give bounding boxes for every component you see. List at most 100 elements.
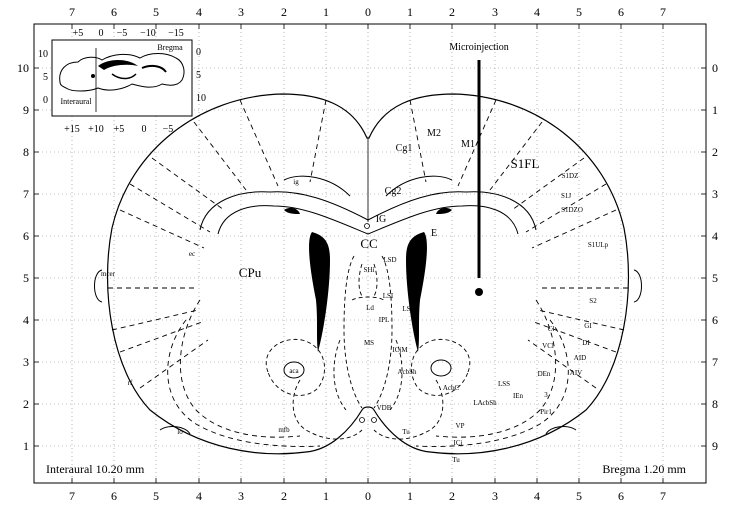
left-tick-label: 7: [23, 187, 29, 201]
bottom-tick-label: 5: [576, 489, 582, 503]
inset-top-tick: −15: [168, 28, 184, 39]
right-tick-label: 5: [712, 271, 718, 285]
inset-right-ticks: 0 5 10: [196, 47, 206, 104]
label-ien: IEn: [513, 392, 524, 400]
right-tick-labels: 0 1 2 3 4 5 6 7 8 9: [712, 61, 718, 453]
brain-outline: [106, 93, 630, 455]
label-lss: LSS: [498, 380, 510, 388]
label-aiv: AIV: [570, 369, 582, 377]
left-tick-label: 2: [23, 397, 29, 411]
inset-right-tick: 0: [196, 47, 201, 58]
bottom-tick-label: 3: [238, 489, 244, 503]
label-vp: VP: [456, 422, 465, 430]
inset-top-ticks: +5 0 −5 −10 −15: [73, 28, 184, 39]
inset-top-tick: 0: [99, 28, 104, 39]
inset-top-tick: −5: [117, 28, 128, 39]
ig-circle: [364, 223, 370, 229]
label-di: DI: [582, 339, 590, 347]
inset-dot: [91, 74, 95, 78]
top-tick-labels: 7 6 5 4 3 2 1 0 1 2 3 4 5 6 7: [69, 5, 666, 19]
inset-bottom-ticks: +15 +10 +5 0 −5: [64, 124, 173, 135]
right-tick-label: 0: [712, 61, 718, 75]
label-acbsh: AcbSh: [397, 368, 417, 376]
label-s1j: S1J: [561, 192, 571, 200]
label-vdb: VDB: [377, 404, 392, 412]
label-vcl: VCl: [542, 342, 554, 350]
right-tick-label: 4: [712, 229, 718, 243]
label-lsd: LSD: [383, 256, 396, 264]
bottom-tick-label: 1: [407, 489, 413, 503]
label-m1: M1: [461, 139, 475, 150]
label-mfb: mfb: [278, 426, 290, 434]
cc-inner-arc: [217, 205, 519, 235]
right-tick-label: 7: [712, 355, 718, 369]
label-tu-left: Tu: [402, 428, 410, 436]
bottom-tick-label: 3: [492, 489, 498, 503]
left-lateral-ventricle: [309, 232, 330, 352]
inset-left-tick: 10: [38, 49, 48, 60]
right-lateral-ventricle: [406, 232, 427, 352]
bottom-tick-label: 5: [153, 489, 159, 503]
right-ventricle-horn: [436, 207, 452, 214]
label-cc: CC: [360, 236, 377, 251]
label-icj: ICj: [454, 439, 463, 447]
right-tick-label: 1: [712, 103, 718, 117]
right-tick-label: 2: [712, 145, 718, 159]
left-tick-label: 5: [23, 271, 29, 285]
label-ig-small: ig: [293, 178, 299, 186]
left-lo-curve: [159, 426, 191, 435]
frame-ticks: [34, 24, 706, 483]
cortex-boundaries-left: [108, 99, 327, 447]
midline-circle-right: [371, 417, 377, 423]
label-aca: aca: [289, 367, 299, 375]
outer-frame: [33, 23, 707, 484]
cc-outer-arc: [199, 191, 537, 231]
inset-bregma-label: Bregma: [157, 43, 183, 52]
right-lo-curve: [545, 426, 577, 435]
midline-circle-left: [359, 417, 365, 423]
bregma-caption: Bregma 1.20 mm: [602, 462, 686, 476]
inset-sagittal: +5 0 −5 −10 −15 +15 +10 +5 0 −5 10 5 0 0…: [38, 28, 206, 135]
label-s1dz: S1DZ: [562, 172, 579, 180]
bottom-tick-label: 4: [534, 489, 540, 503]
left-tick-labels: 10 9 8 7 6 5 4 3 2 1: [17, 61, 29, 453]
label-cpu: CPu: [239, 265, 262, 280]
top-tick-label: 3: [238, 5, 244, 19]
left-tick-label: 1: [23, 439, 29, 453]
bottom-tick-label: 7: [660, 489, 666, 503]
label-aid: AID: [574, 354, 586, 362]
left-tick-label: 3: [23, 355, 29, 369]
left-tick-label: 4: [23, 313, 29, 327]
inset-bottom-tick: −5: [163, 124, 174, 135]
small-region-labels: SHi LSD LSI LSV Ld IPL MS ICjM AcbSh aca…: [101, 172, 609, 464]
right-aca: [430, 359, 452, 377]
inset-left-ticks: 10 5 0: [38, 49, 48, 106]
label-s2: S2: [589, 297, 597, 305]
right-side-bump: [633, 269, 642, 303]
label-shi: SHi: [364, 266, 375, 274]
label-s1dzo: S1DZO: [561, 206, 583, 214]
bottom-tick-label: 4: [196, 489, 202, 503]
microinjection-label: Microinjection: [449, 42, 508, 53]
left-side-bump: [94, 269, 103, 303]
label-three: 3: [544, 391, 548, 399]
top-tick-label: 1: [323, 5, 329, 19]
inset-right-tick: 10: [196, 93, 206, 104]
inset-ventricle: [98, 60, 138, 70]
label-mcer: mcer: [101, 270, 116, 278]
bottom-tick-label: 6: [618, 489, 624, 503]
label-lacbsh: LAcbSh: [473, 399, 497, 407]
inset-bottom-tick: +15: [64, 124, 80, 135]
interaural-caption: Interaural 10.20 mm: [46, 462, 145, 476]
left-tick-label: 10: [17, 61, 29, 75]
bottom-tick-label: 7: [69, 489, 75, 503]
bottom-tick-labels: 7 6 5 4 3 2 1 0 1 2 3 4 5 6 7: [69, 489, 666, 503]
label-lo: lo: [177, 428, 183, 436]
top-tick-label: 3: [492, 5, 498, 19]
inset-structure-line: [111, 73, 137, 80]
label-ipl: IPL: [379, 316, 390, 324]
bottom-tick-label: 0: [365, 489, 371, 503]
cc-left-upper: [283, 175, 351, 197]
